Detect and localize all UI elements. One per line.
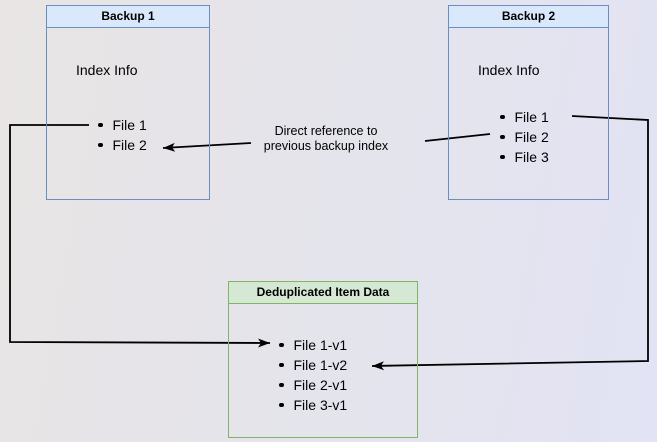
backup1-subtitle: Index Info (76, 62, 138, 78)
list-item: File 3 (449, 147, 608, 167)
backup2-file-list: File 1 File 2 File 3 (449, 107, 608, 167)
list-item: File 1 (449, 107, 608, 127)
file-label: File 2 (514, 129, 549, 145)
backup2-box: Backup 2 Index Info File 1 File 2 File 3 (448, 5, 609, 200)
bullet-icon (279, 362, 284, 368)
bullet-icon (279, 342, 284, 348)
deduplicated-item-data-box: Deduplicated Item Data File 1-v1 File 1-… (228, 281, 418, 438)
dedup-file-list: File 1-v1 File 1-v2 File 2-v1 File 3-v1 (229, 335, 417, 415)
backup2-body: Index Info File 1 File 2 File 3 (449, 60, 608, 167)
bullet-icon (500, 114, 505, 120)
list-item: File 1 (47, 115, 209, 135)
bullet-icon (98, 122, 103, 128)
file-label: File 1 (514, 109, 549, 125)
bullet-icon (279, 382, 284, 388)
file-label: File 3-v1 (293, 397, 348, 413)
backup2-subtitle: Index Info (478, 62, 540, 78)
list-item: File 2 (449, 127, 608, 147)
file-label: File 1-v2 (293, 357, 348, 373)
bullet-icon (98, 142, 103, 148)
backup1-title: Backup 1 (47, 6, 209, 28)
list-item: File 2 (47, 135, 209, 155)
annotation-label: Direct reference to previous backup inde… (240, 124, 412, 154)
file-label: File 1-v1 (293, 337, 348, 353)
annotation-line-1: Direct reference to (274, 124, 378, 138)
file-label: File 3 (514, 149, 549, 165)
list-item: File 3-v1 (229, 395, 417, 415)
file-label: File 1 (112, 117, 147, 133)
bullet-icon (279, 402, 284, 408)
list-item: File 1-v2 (229, 355, 417, 375)
backup1-body: Index Info File 1 File 2 (47, 60, 209, 155)
dedup-title: Deduplicated Item Data (229, 282, 417, 304)
dedup-body: File 1-v1 File 1-v2 File 2-v1 File 3-v1 (229, 335, 417, 415)
list-item: File 2-v1 (229, 375, 417, 395)
bullet-icon (500, 154, 505, 160)
annotation-line-2: previous backup index (263, 139, 389, 153)
file-label: File 2-v1 (293, 377, 348, 393)
bullet-icon (500, 134, 505, 140)
backup1-file-list: File 1 File 2 (47, 115, 209, 155)
backup2-title: Backup 2 (449, 6, 608, 28)
list-item: File 1-v1 (229, 335, 417, 355)
backup1-box: Backup 1 Index Info File 1 File 2 (46, 5, 210, 200)
file-label: File 2 (112, 137, 147, 153)
